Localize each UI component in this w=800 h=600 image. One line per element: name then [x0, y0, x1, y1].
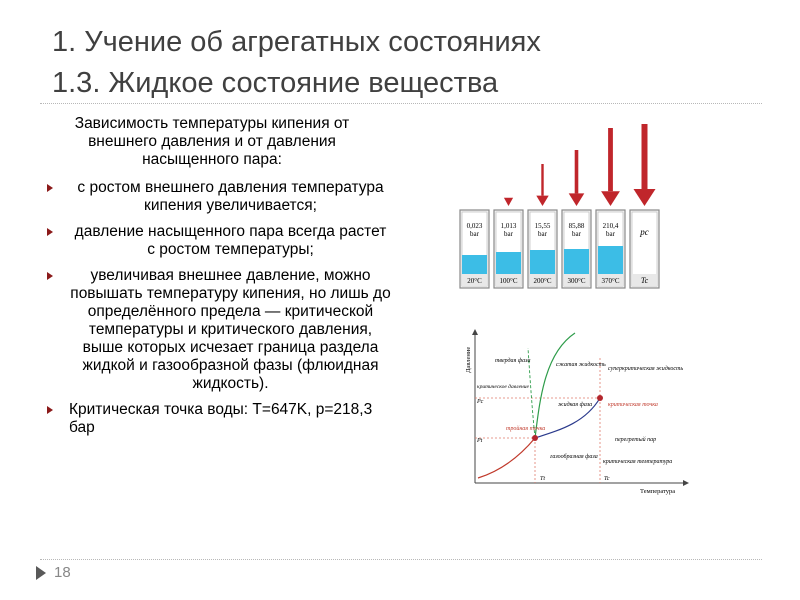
vessel-liquid	[564, 249, 589, 274]
pc-label: Pc	[476, 399, 484, 405]
slide-footer: 18	[36, 564, 71, 581]
critical-pressure-label: критическое давление	[477, 383, 530, 390]
x-axis-label: Температура	[640, 488, 675, 495]
bullet-item: давление насыщенного пара всегда растет …	[47, 223, 392, 259]
vessel-unit-label: bar	[606, 230, 616, 238]
bullet-arrow-icon	[47, 406, 53, 414]
bullet-arrow-icon	[47, 184, 53, 192]
vaporization-curve	[534, 397, 601, 439]
pressure-arrow-head	[503, 197, 514, 206]
intro-text: Зависимость температуры кипения от внешн…	[74, 115, 350, 168]
vessel-pressure-label: pc	[639, 227, 649, 237]
bullet-text: увеличивая внешнее давление, можно повыш…	[70, 267, 391, 392]
vessel-pressure-label: 15,55	[535, 222, 551, 230]
melting-curve-dashed	[527, 347, 536, 439]
vessel-temp-label: 370°C	[602, 277, 620, 285]
solid-phase-label: твердая фаза	[495, 357, 530, 364]
supercritical-label: суперкритическая жидкость	[608, 365, 683, 372]
vessel-liquid	[598, 246, 623, 274]
boiling-vessels-figure: 0,023bar20°C1,013bar100°C15,55bar200°C85…	[459, 124, 660, 289]
vessel-base	[564, 274, 589, 286]
slide-body: Зависимость температуры кипения от внешн…	[47, 115, 392, 445]
bullet-arrow-icon	[47, 228, 53, 236]
vessel-temp-label: 300°C	[568, 277, 586, 285]
critical-temperature-label: критическая температура	[603, 459, 672, 465]
pressure-arrow-head	[633, 189, 656, 206]
footer-divider	[40, 559, 762, 560]
vessel-unit-label: bar	[572, 230, 582, 238]
page-number: 18	[54, 564, 71, 581]
vessel-liquid	[496, 252, 521, 274]
vessel-base	[496, 274, 521, 286]
tc-label: Tc	[604, 476, 610, 482]
pressure-arrow-shaft	[541, 164, 544, 196]
vessel-pressure-label: 1,013	[501, 222, 517, 230]
pressure-arrow-shaft	[574, 150, 579, 194]
pressure-arrow-head	[568, 193, 585, 206]
melting-curve	[534, 332, 576, 439]
bullet-item: Критическая точка воды: T=647K, p=218,3 …	[47, 401, 392, 437]
pressure-arrow-shaft	[608, 128, 613, 192]
play-triangle-icon	[36, 565, 46, 580]
slide-title-line1: 1. Учение об агрегатных состояниях	[52, 26, 541, 58]
bullet-arrow-icon	[47, 272, 53, 280]
bullet-list: с ростом внешнего давления температура к…	[47, 179, 392, 437]
vessel-liquid	[462, 255, 487, 274]
critical-point-marker	[597, 395, 603, 401]
slide-title-line2: 1.3. Жидкое состояние вещества	[52, 67, 499, 99]
vessel-unit-label: bar	[504, 230, 514, 238]
bullet-text: Критическая точка воды: T=647K, p=218,3 …	[69, 401, 373, 436]
vessel-temp-label: 100°C	[500, 277, 518, 285]
vessel-base	[530, 274, 555, 286]
bullet-text: с ростом внешнего давления температура к…	[77, 179, 384, 214]
vessel-unit-label: bar	[538, 230, 548, 238]
vapor-label: перегретый пар	[615, 436, 656, 443]
title-divider	[40, 103, 762, 104]
vessel-pressure-label: 0,023	[467, 222, 483, 230]
pressure-arrow-head	[536, 195, 549, 206]
vessel-temp-label: 20°C	[467, 277, 482, 285]
triple-point-label: тройная точка	[506, 425, 545, 432]
vessel-pressure-label: 85,88	[569, 222, 585, 230]
phase-diagram-figure: Давление Температура твердая фаза сжатая…	[465, 329, 689, 495]
sublimation-curve	[477, 437, 536, 479]
vessel-temp-label: 200°C	[534, 277, 552, 285]
y-axis-label: Давление	[465, 347, 472, 373]
vessel-temp-label: Tc	[641, 276, 649, 285]
pt-label: Pt	[476, 438, 483, 444]
vessel-base	[598, 274, 623, 286]
pressure-arrow-head	[601, 191, 620, 206]
vessel-base	[632, 274, 657, 286]
vessel-pressure-label: 210,4	[603, 222, 619, 230]
bullet-text: давление насыщенного пара всегда растет …	[74, 223, 387, 258]
vessel-liquid	[530, 250, 555, 274]
vessel-unit-label: bar	[470, 230, 480, 238]
critical-point-label: критическая точка	[608, 402, 658, 408]
pressure-arrow-shaft	[641, 124, 648, 189]
bullet-item: увеличивая внешнее давление, можно повыш…	[47, 267, 392, 393]
liquid-phase-label: жидкая фаза	[558, 401, 592, 408]
bullet-item: с ростом внешнего давления температура к…	[47, 179, 392, 215]
gas-phase-label: газообразная фаза	[550, 453, 598, 460]
tt-label: Tt	[540, 476, 545, 482]
vessel-base	[462, 274, 487, 286]
compressed-liquid-label: сжатая жидкость	[556, 361, 606, 368]
triple-point-marker	[532, 435, 538, 441]
